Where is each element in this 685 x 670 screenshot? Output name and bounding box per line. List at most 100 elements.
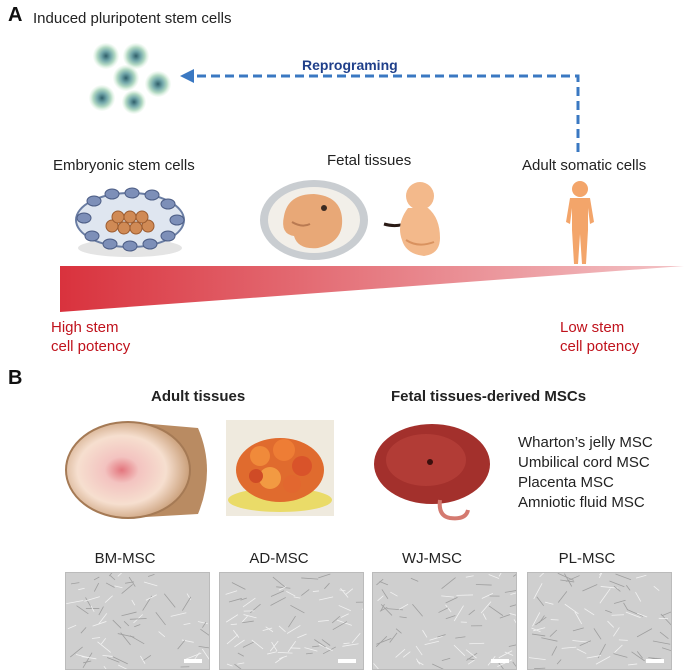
cell-streak [273,577,285,587]
cell-streak [562,647,577,648]
cell-streak [238,653,244,656]
cell-streak [226,615,238,622]
cell-streak [378,596,384,601]
cell-streak [301,589,309,595]
cell-streak [423,630,427,637]
cell-streak [227,664,233,666]
scale-bar [646,659,664,663]
cell-streak [114,586,122,588]
cell-streak [279,656,287,659]
wj-msc-label: WJ-MSC [372,550,492,567]
cell-streak [442,658,450,660]
cell-streak [529,658,546,660]
cell-streak [382,589,388,598]
cell-streak [537,597,544,606]
cell-streak [341,588,349,597]
cell-streak [416,646,422,655]
cell-streak [584,609,594,615]
cell-streak [572,640,589,642]
cell-streak [594,628,601,639]
pl-msc-label: PL-MSC [527,550,647,567]
embryonic-stem-cells-label: Embryonic stem cells [53,157,195,174]
cell-streak [540,573,549,577]
cell-streak [319,597,333,600]
cell-streak [613,654,627,658]
cell-streak [626,612,641,618]
cell-streak [130,636,144,644]
cell-streak [83,653,92,668]
cell-streak [234,640,244,647]
cell-streak [653,641,670,644]
cell-streak [662,611,671,616]
reprogramming-label: Reprograming [302,57,398,73]
bm-msc-label: BM-MSC [65,550,185,567]
cell-streak [146,595,157,600]
cell-streak [333,622,347,630]
cell-streak [605,610,612,612]
cell-streak [103,655,113,656]
cell-streak [545,602,553,604]
cell-streak [573,628,584,631]
cell-streak [432,664,443,669]
cell-streak [476,584,492,585]
cell-streak [99,607,104,615]
cell-streak [94,577,99,580]
cell-streak [98,642,111,653]
cell-streak [132,600,135,605]
cell-streak [339,605,351,610]
cell-streak [319,644,333,651]
cell-streak [198,621,208,623]
cell-streak [541,638,557,641]
cell-streak [66,600,83,603]
cell-streak [252,640,263,649]
cell-streak [278,652,293,653]
adipose-tissue-drawing [226,420,334,516]
cell-streak [243,642,254,647]
cell-streak [288,641,296,652]
cell-streak [94,583,98,592]
cell-streak [301,578,318,579]
cell-streak [412,604,422,616]
scale-bar [491,659,509,663]
cell-streak [390,633,397,643]
cell-streak [637,629,652,637]
cell-streak [430,636,443,640]
cell-streak [187,594,191,600]
cell-streak [106,583,114,588]
ad-msc-label: AD-MSC [219,550,339,567]
cell-streak [626,585,630,590]
cell-streak [417,661,423,664]
cell-streak [441,596,454,597]
cell-streak [612,615,624,616]
cell-streak [352,633,360,643]
cell-streak [93,621,107,626]
bone-marrow-tissue-image [58,418,218,522]
cell-streak [442,578,456,589]
cell-streak [250,604,260,613]
cell-streak [318,574,330,578]
cell-streak [77,606,89,614]
scale-bar [338,659,356,663]
cell-streak [411,578,418,581]
cell-streak [532,634,545,636]
cell-streak [362,601,363,609]
panel-a-letter: A [8,4,22,27]
adult-somatic-cells-label: Adult somatic cells [522,157,646,174]
cell-streak [81,627,86,633]
cell-streak [92,637,100,638]
bm-msc-micrograph [65,572,210,670]
placenta-tissue-image [370,420,495,528]
cell-streak [662,648,671,651]
scale-bar [184,659,202,663]
cell-streak [71,583,79,584]
low-potency-line1: Low stem [560,318,639,337]
cell-streak [171,613,187,617]
cell-streak [144,582,157,586]
cell-streak [312,646,319,647]
cell-streak [661,614,671,626]
cell-streak [290,605,304,613]
cell-streak [229,598,242,602]
cell-streak [227,635,238,644]
low-potency-line2: cell potency [560,337,639,356]
cell-streak [109,573,113,576]
